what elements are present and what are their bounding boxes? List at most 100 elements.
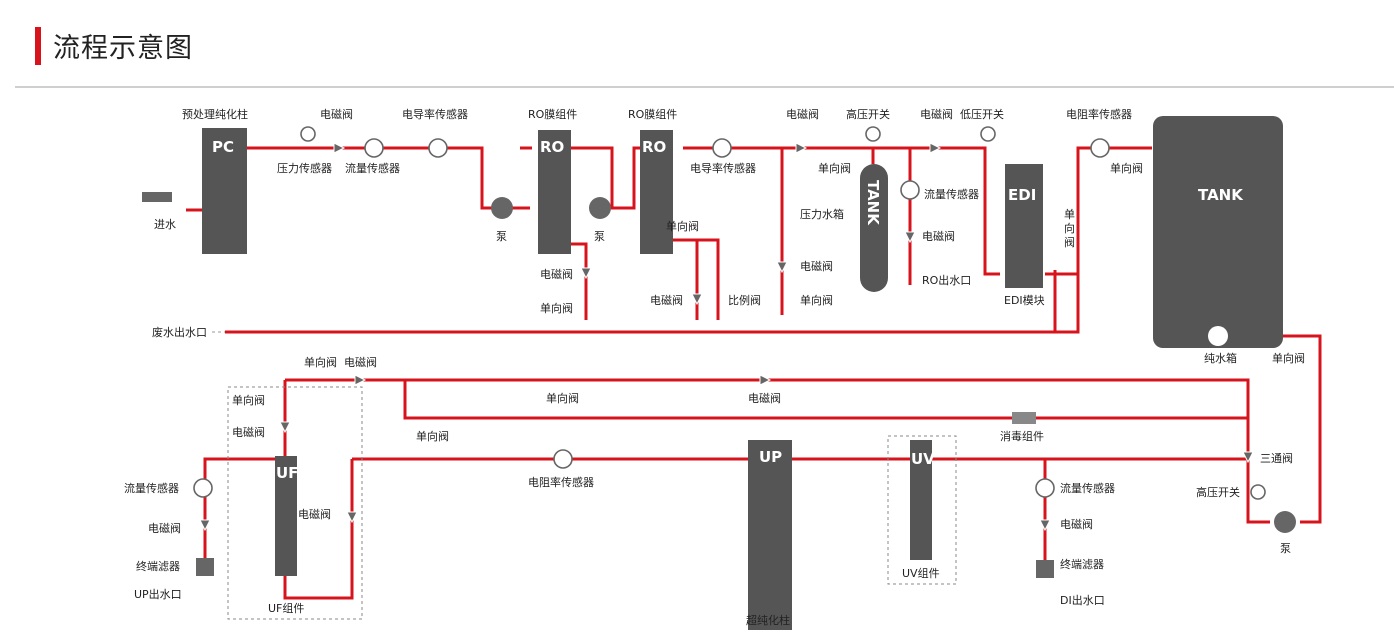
label-disinfection: 消毒组件 bbox=[1000, 429, 1044, 443]
resistivity-sensor-top-icon bbox=[1090, 138, 1110, 158]
label-uf-check: 单向阀 bbox=[232, 393, 265, 407]
label-ratio-valve: 比例阀 bbox=[728, 293, 761, 307]
pure-tank-tag: TANK bbox=[1198, 186, 1244, 204]
label-upper-check: 单向阀 bbox=[304, 355, 337, 369]
up-solenoid-icon bbox=[199, 519, 211, 532]
pure-tank-caption: 纯水箱 bbox=[1204, 351, 1237, 365]
label-resistivity-bottom: 电阻率传感器 bbox=[528, 475, 594, 489]
label-up-solenoid: 电磁阀 bbox=[148, 521, 181, 535]
label-up-filter: 终端滤器 bbox=[136, 559, 180, 573]
up-column: UP bbox=[748, 440, 792, 630]
uv-tag: UV bbox=[911, 450, 935, 468]
uf-dashed-box bbox=[227, 386, 363, 620]
label-pump-3: 泵 bbox=[1280, 542, 1291, 555]
label-up-flow: 流量传感器 bbox=[124, 481, 179, 495]
pressure-sensor-icon bbox=[300, 126, 316, 142]
label-ro-solenoid: 电磁阀 bbox=[922, 229, 955, 243]
label-ro-outlet: RO出水口 bbox=[922, 273, 971, 287]
label-recirc-solenoid: 电磁阀 bbox=[748, 391, 781, 405]
pipe-ro2-drain bbox=[673, 238, 699, 320]
title-accent-bar bbox=[35, 27, 41, 65]
label-high-pressure-bottom: 高压开关 bbox=[1196, 485, 1240, 499]
up-filter-icon bbox=[196, 558, 214, 576]
pipe-return-line bbox=[403, 380, 1248, 420]
solenoid-valve-mid-icon bbox=[795, 142, 808, 154]
uf-module: UF bbox=[275, 456, 298, 576]
label-pressure-sensor: 压力传感器 bbox=[277, 162, 332, 175]
pipe-ro2-to-edi bbox=[683, 146, 1000, 276]
ro1-tag: RO bbox=[540, 138, 564, 156]
uf-right-solenoid-icon bbox=[346, 511, 358, 524]
uf-caption: UF组件 bbox=[268, 601, 304, 615]
label-resistivity-top: 电阻率传感器 bbox=[1066, 107, 1132, 121]
label-three-way: 三通阀 bbox=[1260, 451, 1293, 465]
ro1-solenoid-icon bbox=[580, 267, 592, 280]
low-pressure-switch-icon bbox=[980, 126, 996, 142]
ro2-tag: RO bbox=[642, 138, 666, 156]
up-tag: UP bbox=[759, 448, 782, 466]
uf-solenoid-icon bbox=[279, 421, 291, 434]
pipe-pc-to-ro1 bbox=[247, 146, 530, 210]
pressure-tank-caption: 压力水箱 bbox=[800, 207, 844, 221]
pipe-up-outlet bbox=[203, 457, 277, 558]
label-solenoid-mid: 电磁阀 bbox=[786, 107, 819, 121]
mid-solenoid-low-icon bbox=[776, 261, 788, 274]
edi-caption: EDI模块 bbox=[1004, 294, 1045, 307]
label-high-pressure-top: 高压开关 bbox=[846, 107, 890, 121]
uv-module: UV bbox=[910, 440, 935, 560]
pc-column: PC bbox=[202, 128, 247, 254]
pipe-waste bbox=[225, 274, 1080, 334]
solenoid-valve-edi-icon bbox=[929, 142, 942, 154]
label-ro1-solenoid: 电磁阀 bbox=[540, 267, 573, 281]
flow-sensor-edi-icon bbox=[900, 180, 920, 200]
label-di-filter: 终端滤器 bbox=[1060, 557, 1104, 571]
ro-solenoid-icon bbox=[904, 231, 916, 244]
flow-sensor-top-icon bbox=[364, 138, 384, 158]
label-di-flow: 流量传感器 bbox=[1060, 481, 1115, 495]
resistivity-sensor-bottom-icon bbox=[553, 449, 573, 469]
high-pressure-switch-bottom-icon bbox=[1250, 484, 1266, 500]
label-di-solenoid: 电磁阀 bbox=[1060, 517, 1093, 531]
header-divider bbox=[15, 86, 1394, 88]
pipe-ro1-to-ro2 bbox=[571, 146, 640, 210]
pipe-uf-feed bbox=[283, 459, 354, 600]
ro1-module: RO bbox=[538, 130, 571, 254]
label-uf-solenoid: 电磁阀 bbox=[232, 425, 265, 439]
page-title: 流程示意图 bbox=[53, 33, 193, 64]
ro2-solenoid-icon bbox=[691, 293, 703, 306]
label-ro1-check: 单向阀 bbox=[540, 301, 573, 315]
label-flow-sensor-edi: 流量传感器 bbox=[924, 187, 979, 201]
pipe-pump-to-threeway bbox=[1246, 457, 1270, 524]
header: 流程示意图 bbox=[0, 0, 1394, 88]
edi-module: EDI bbox=[1005, 164, 1043, 288]
uv-caption: UV组件 bbox=[902, 566, 940, 580]
pressure-tank-tag: TANK bbox=[864, 180, 882, 226]
ro2-caption: RO膜组件 bbox=[628, 107, 677, 121]
ro1-caption: RO膜组件 bbox=[528, 107, 577, 121]
di-filter-icon bbox=[1036, 560, 1054, 578]
labels: 进水 压力传感器 电磁阀 流量传感器 电导率传感器 泵 泵 电磁阀 单向阀 单向… bbox=[124, 107, 1305, 607]
label-flow-sensor-top: 流量传感器 bbox=[345, 161, 400, 175]
label-pump-2: 泵 bbox=[594, 230, 605, 243]
label-solenoid-edi: 电磁阀 bbox=[920, 107, 953, 121]
process-flow-diagram: .pipe { fill:none; stroke:#d7141c; strok… bbox=[124, 107, 1322, 630]
label-mid-check-low: 单向阀 bbox=[800, 293, 833, 307]
water-inlet-faucet-icon bbox=[142, 192, 172, 202]
label-ro2-check: 单向阀 bbox=[666, 219, 699, 233]
pure-water-tank: TANK bbox=[1153, 116, 1283, 348]
pc-caption: 预处理纯化柱 bbox=[182, 107, 248, 121]
up-flow-sensor-icon bbox=[193, 478, 213, 498]
recirc-solenoid-icon bbox=[759, 374, 772, 386]
label-solenoid-valve-top: 电磁阀 bbox=[320, 107, 353, 121]
uf-tag: UF bbox=[276, 464, 298, 482]
high-pressure-switch-top-icon bbox=[865, 126, 881, 142]
conductivity-sensor-1-icon bbox=[428, 138, 448, 158]
ro2-module: RO bbox=[640, 130, 673, 254]
label-di-outlet: DI出水口 bbox=[1060, 593, 1105, 607]
pc-tag: PC bbox=[212, 138, 234, 156]
di-flow-sensor-icon bbox=[1035, 478, 1055, 498]
three-way-valve-icon bbox=[1242, 451, 1254, 464]
label-uf-side-check: 单向阀 bbox=[416, 429, 449, 443]
label-tank-check: 单向阀 bbox=[1272, 351, 1305, 365]
pipe-ro1-drain bbox=[570, 242, 588, 320]
